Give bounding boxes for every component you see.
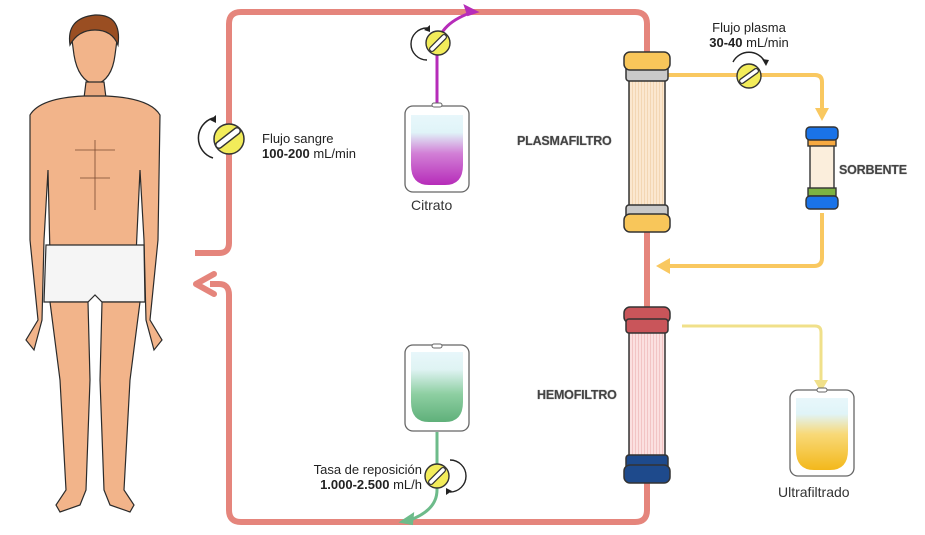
blood-flow-label: Flujo sangre 100-200 mL/min [262,131,356,161]
hemofilter-icon [623,306,671,484]
citrate-bag-label: Citrato [411,197,453,213]
ultrafiltrate-bag-icon [789,387,855,477]
citrate-bag-icon [404,102,470,193]
plasma-pump-icon[interactable] [732,51,769,89]
citrate-line [435,4,480,105]
blood-flow-title: Flujo sangre [262,131,334,146]
plasmafilter-label: PLASMAFILTRO [517,134,612,148]
plasma-circuit [656,73,829,274]
replacement-bag-icon [404,343,470,432]
replacement-line [398,432,439,526]
replacement-pump-icon[interactable] [424,459,467,495]
replacement-rate-unit: mL/h [393,477,422,492]
blood-line-outflow [195,9,650,525]
plasmafilter-icon [623,51,671,233]
blood-flow-value: 100-200 [262,146,310,161]
human-figure-icon [25,14,163,513]
replacement-rate-value: 1.000-2.500 [320,477,390,492]
citrate-pump-icon[interactable] [410,25,451,61]
blood-return-arrow-icon [193,271,217,297]
plasma-flow-unit: mL/min [746,35,789,50]
ultrafiltrate-bag-label: Ultrafiltrado [778,484,850,500]
blood-pump-icon[interactable] [197,115,245,159]
blood-flow-unit: mL/min [313,146,356,161]
blood-circuit [193,9,650,525]
plasma-flow-title: Flujo plasma [712,20,786,35]
plasma-flow-value: 30-40 [709,35,743,50]
sorbent-icon [805,126,839,210]
plasma-flow-label: Flujo plasma 30-40 mL/min [698,20,800,50]
ultrafiltrate-line [682,324,828,392]
sorbent-label: SORBENTE [839,163,907,177]
hemofilter-label: HEMOFILTRO [537,388,617,402]
replacement-rate-title: Tasa de reposición [313,462,422,477]
replacement-rate-label: Tasa de reposición 1.000-2.500 mL/h [286,462,422,492]
